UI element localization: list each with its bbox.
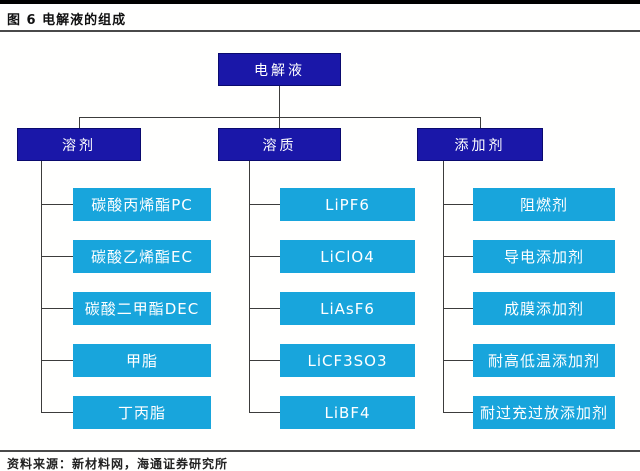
connector-line (443, 360, 473, 361)
connector-line (480, 117, 481, 128)
connector-line (41, 412, 73, 413)
branch-node-solvent: 溶剂 (17, 128, 141, 161)
leaf-node-lipf6: LiPF6 (280, 188, 415, 221)
connector-line (249, 204, 280, 205)
leaf-node-pc: 碳酸丙烯酯PC (73, 188, 211, 221)
connector-line (41, 161, 42, 412)
connector-line (41, 256, 73, 257)
connector-line (443, 204, 473, 205)
connector-line (79, 117, 80, 128)
source-note: 资料来源：新材料网，海通证券研究所 (7, 457, 229, 471)
branch-node-solute: 溶质 (218, 128, 341, 161)
leaf-node-conductive-additive: 导电添加剂 (473, 240, 615, 273)
leaf-node-liclo4: LiClO4 (280, 240, 415, 273)
top-bar (0, 0, 640, 4)
leaf-node-licf3so3: LiCF3SO3 (280, 344, 415, 377)
leaf-node-butyl-propyl-ester: 丁丙脂 (73, 396, 211, 429)
leaf-node-methyl-ester: 甲脂 (73, 344, 211, 377)
connector-line (443, 256, 473, 257)
figure-title: 图 6 电解液的组成 (7, 13, 127, 28)
leaf-node-ec: 碳酸乙烯酯EC (73, 240, 211, 273)
leaf-node-overcharge-protection-additive: 耐过充过放添加剂 (473, 396, 615, 429)
connector-line (443, 161, 444, 412)
connector-line (279, 117, 280, 128)
title-divider (0, 30, 640, 32)
branch-node-additive: 添加剂 (417, 128, 543, 161)
connector-line (41, 360, 73, 361)
leaf-node-libf4: LiBF4 (280, 396, 415, 429)
connector-line (443, 308, 473, 309)
connector-line (249, 256, 280, 257)
connector-line (249, 308, 280, 309)
connector-line (41, 308, 73, 309)
connector-line (79, 117, 481, 118)
footer-divider (0, 450, 640, 452)
connector-line (443, 412, 473, 413)
connector-line (279, 86, 280, 117)
root-node-electrolyte: 电解液 (218, 53, 341, 86)
connector-line (249, 412, 280, 413)
leaf-node-film-forming-additive: 成膜添加剂 (473, 292, 615, 325)
connector-line (41, 204, 73, 205)
connector-line (249, 161, 250, 412)
leaf-node-temperature-resistant-additive: 耐高低温添加剂 (473, 344, 615, 377)
connector-line (249, 360, 280, 361)
leaf-node-liasf6: LiAsF6 (280, 292, 415, 325)
leaf-node-flame-retardant: 阻燃剂 (473, 188, 615, 221)
leaf-node-dec: 碳酸二甲酯DEC (73, 292, 211, 325)
